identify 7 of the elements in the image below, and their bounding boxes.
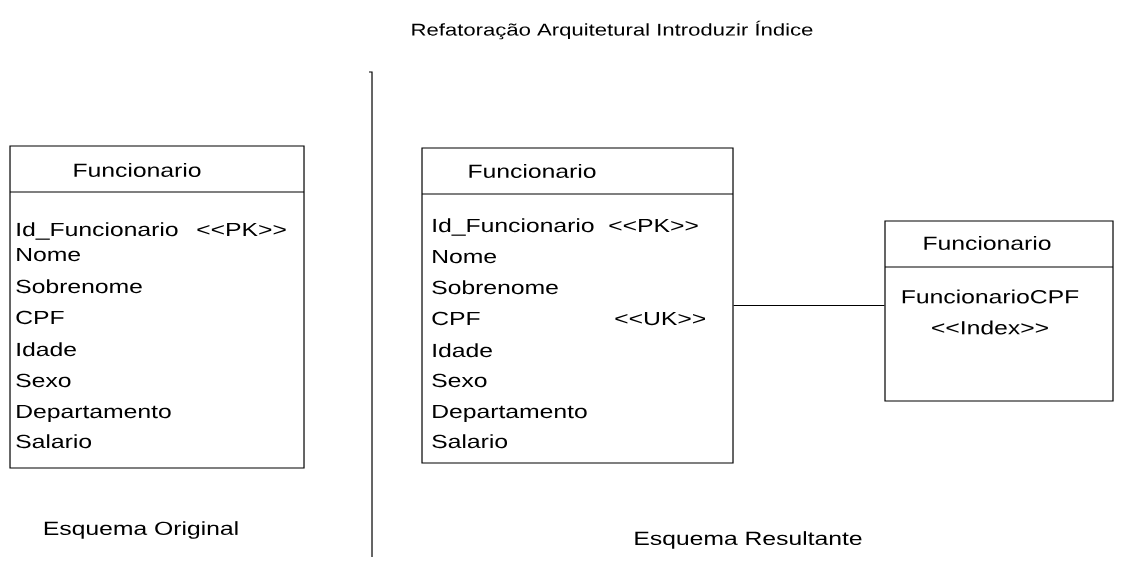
- title: Refatoração Arquitetural Introduzir Índice: [412, 20, 813, 40]
- schema-caption: Esquema Resultante: [635, 531, 862, 549]
- class-box: Funcionario Id_Funcionario <<PK>> Nome Sobrenome CPF <<UK>> Idade Sexo Departamento Salario: [421, 147, 734, 464]
- schema-caption: Esquema Original: [44, 521, 238, 539]
- connector-line: [733, 304, 885, 307]
- class-box: Funcionario Id_Funcionario <<PK>> Nome Sobrenome CPF Idade Sexo Departamento Salario: [9, 145, 305, 469]
- class-box: Funcionario FuncionarioCPF <<Index>>: [884, 220, 1114, 402]
